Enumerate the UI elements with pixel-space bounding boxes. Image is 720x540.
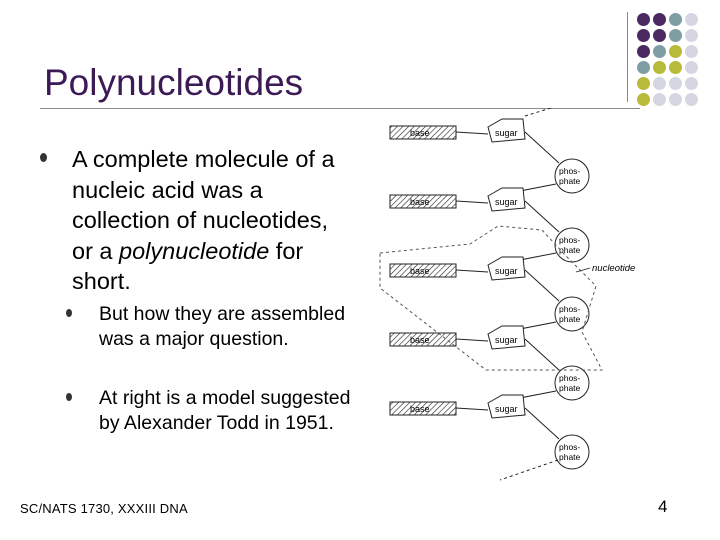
vertical-divider bbox=[627, 12, 628, 102]
nucleotide-unit: base sugar phos-phate bbox=[389, 394, 590, 470]
decorative-dot bbox=[685, 29, 698, 42]
decorative-dot bbox=[669, 93, 682, 106]
main-bullet: A complete molecule of a nucleic acid wa… bbox=[40, 144, 345, 297]
decorative-dot bbox=[685, 77, 698, 90]
phosphate-label-top: phos- bbox=[559, 166, 580, 176]
bond-line bbox=[455, 338, 489, 342]
bond-line bbox=[524, 407, 560, 440]
nucleotide-unit: base sugar phos-phate bbox=[389, 256, 590, 336]
nucleotide-label: nucleotide bbox=[592, 263, 635, 274]
phosphate-label-bottom: phate bbox=[559, 245, 581, 255]
phosphate-label-bottom: phate bbox=[559, 383, 581, 393]
sugar-shape bbox=[487, 256, 526, 281]
decorative-dot bbox=[669, 45, 682, 58]
bond-line bbox=[524, 200, 560, 233]
decorative-dot bbox=[685, 61, 698, 74]
decorative-dot bbox=[637, 61, 650, 74]
slide-title: Polynucleotides bbox=[44, 62, 304, 103]
decorative-dot bbox=[653, 29, 666, 42]
sugar-label: sugar bbox=[495, 335, 518, 345]
sub-bullet-text: At right is a model suggested by Alexand… bbox=[99, 387, 351, 434]
sugar-shape bbox=[487, 394, 526, 419]
sugar-label: sugar bbox=[495, 128, 518, 138]
decorative-dot bbox=[685, 45, 698, 58]
bond-line bbox=[455, 200, 489, 204]
decorative-dot bbox=[653, 77, 666, 90]
bond-line bbox=[455, 131, 489, 135]
bullet-icon bbox=[40, 153, 47, 162]
base-label: base bbox=[410, 128, 430, 138]
decorative-dot bbox=[669, 61, 682, 74]
decorative-dot bbox=[653, 13, 666, 26]
nucleotide-pointer bbox=[575, 267, 591, 273]
decorative-dot bbox=[637, 29, 650, 42]
decorative-dot bbox=[637, 77, 650, 90]
phosphate-circle bbox=[554, 434, 590, 470]
sub-bullet-1: But how they are assembled was a major q… bbox=[66, 302, 351, 352]
decorative-dot bbox=[653, 45, 666, 58]
bond-line bbox=[524, 131, 560, 164]
phosphate-label-bottom: phate bbox=[559, 314, 581, 324]
decorative-dot bbox=[669, 13, 682, 26]
decorative-dot bbox=[685, 93, 698, 106]
sub-bullet-2: At right is a model suggested by Alexand… bbox=[66, 386, 351, 436]
decorative-dot bbox=[653, 93, 666, 106]
phosphate-label-top: phos- bbox=[559, 304, 580, 314]
page-number: 4 bbox=[658, 497, 668, 516]
decorative-dot bbox=[653, 61, 666, 74]
nucleotide-unit: base sugar phos-phate bbox=[389, 187, 590, 267]
phosphate-circle bbox=[554, 158, 590, 194]
sugar-shape bbox=[487, 187, 526, 212]
title-divider bbox=[40, 108, 640, 109]
decorative-dot bbox=[669, 77, 682, 90]
bullet-text-suffix: for short. bbox=[72, 237, 304, 295]
decorative-dot bbox=[637, 45, 650, 58]
phosphate-label-bottom: phate bbox=[559, 452, 581, 462]
phosphate-circle bbox=[554, 296, 590, 332]
bullet-text-prefix: A complete molecule of a nucleic acid wa… bbox=[72, 146, 335, 264]
base-label: base bbox=[410, 197, 430, 207]
base-label: base bbox=[410, 335, 430, 345]
sugar-label: sugar bbox=[495, 266, 518, 276]
bond-line bbox=[455, 407, 489, 411]
sugar-label: sugar bbox=[495, 404, 518, 414]
phosphate-circle bbox=[554, 365, 590, 401]
bond-line bbox=[455, 269, 489, 273]
phosphate-label-bottom: phate bbox=[559, 176, 581, 186]
sub-bullet-text: But how they are assembled was a major q… bbox=[99, 303, 346, 350]
footer-text: SC/NATS 1730, XXXIII DNA bbox=[20, 501, 188, 516]
base-label: base bbox=[410, 266, 430, 276]
sub-bullet-icon bbox=[66, 393, 72, 401]
bullet-text-emphasis: polynucleotide bbox=[119, 237, 270, 264]
chain-extension-bottom bbox=[499, 459, 559, 481]
nucleotide-unit: base sugar phos-phate bbox=[389, 325, 590, 405]
decorative-dot bbox=[669, 29, 682, 42]
main-bullet-text: A complete molecule of a nucleic acid wa… bbox=[72, 144, 345, 297]
phosphate-label-top: phos- bbox=[559, 442, 580, 452]
sugar-shape bbox=[487, 118, 526, 143]
sugar-shape bbox=[487, 325, 526, 350]
sub-bullet-icon bbox=[66, 309, 72, 317]
phosphate-label-top: phos- bbox=[559, 373, 580, 383]
phosphate-label-top: phos- bbox=[559, 235, 580, 245]
decorative-dot bbox=[685, 13, 698, 26]
bond-line bbox=[524, 338, 560, 371]
decorative-dot bbox=[637, 93, 650, 106]
sugar-label: sugar bbox=[495, 197, 518, 207]
chain-extension-top bbox=[524, 108, 553, 117]
decorative-dot bbox=[637, 13, 650, 26]
nucleotide-unit: base sugar phos-phate bbox=[389, 118, 590, 198]
base-label: base bbox=[410, 404, 430, 414]
bond-line bbox=[524, 269, 560, 302]
